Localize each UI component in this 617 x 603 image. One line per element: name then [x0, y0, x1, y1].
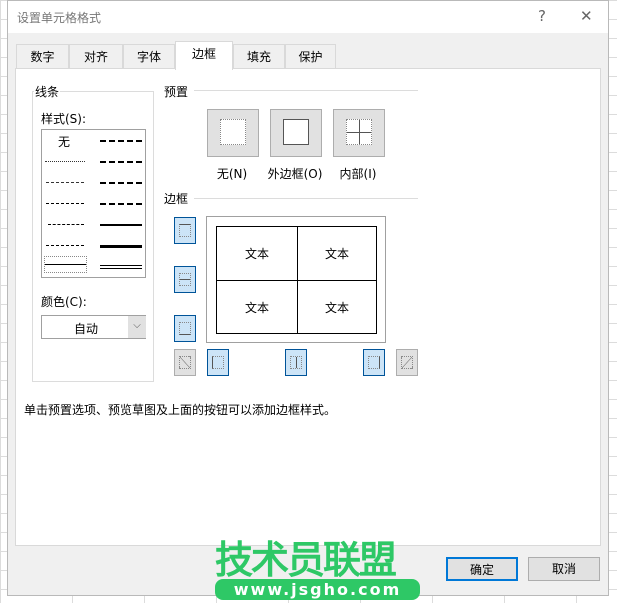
line-style-list[interactable]: 无 — [41, 129, 146, 278]
line-style-dash-dot-dot[interactable] — [46, 203, 84, 204]
close-button[interactable]: ✕ — [580, 7, 593, 25]
border-divider — [194, 198, 418, 199]
line-style-medium-dashed[interactable] — [100, 203, 142, 205]
line-style-none[interactable]: 无 — [58, 135, 71, 149]
color-value: 自动 — [74, 322, 99, 336]
watermark-url: www.jsgho.com — [215, 579, 420, 600]
preset-inside-label: 内部(I) — [339, 167, 377, 181]
presets-divider — [194, 90, 418, 91]
ok-button[interactable]: 确定 — [446, 557, 518, 581]
hint-text: 单击预置选项、预览草图及上面的按钮可以添加边框样式。 — [24, 403, 337, 417]
line-group-label: 线条 — [34, 83, 61, 100]
chevron-down-icon[interactable]: ⌵ — [128, 316, 146, 338]
border-diagonal-up-button[interactable] — [174, 349, 196, 376]
preview-cell-text: 文本 — [324, 247, 349, 261]
border-preview[interactable]: 文本 文本 文本 文本 — [206, 216, 386, 343]
line-style-double[interactable] — [100, 265, 142, 269]
tab-alignment[interactable]: 对齐 — [69, 44, 123, 69]
diagonal-up-icon — [179, 356, 191, 369]
cancel-button[interactable]: 取消 — [528, 557, 600, 581]
preset-none-button[interactable] — [207, 109, 259, 157]
tab-border[interactable]: 边框 — [175, 41, 233, 70]
border-inside-vertical-icon — [290, 356, 302, 369]
preset-outline-label: 外边框(O) — [267, 167, 323, 181]
border-tab-panel: 线条 样式(S): 无 颜色(C): 自动 ⌵ 预置 无(N) 外边框(O) 内… — [15, 68, 601, 546]
watermark-logo: 技术员联盟 www.jsgho.com — [215, 541, 420, 600]
border-inside-horizontal-icon — [179, 273, 191, 286]
color-label: 颜色(C): — [41, 295, 87, 309]
preset-none-label: 无(N) — [216, 167, 248, 181]
border-bottom-icon — [179, 322, 191, 335]
line-style-medium[interactable] — [100, 224, 142, 226]
border-right-button[interactable] — [363, 349, 385, 376]
presets-label: 预置 — [164, 85, 189, 99]
watermark-name: 技术员联盟 — [215, 538, 397, 582]
tab-protection[interactable]: 保护 — [285, 44, 336, 69]
border-bottom-button[interactable] — [174, 315, 196, 342]
preset-inside-button[interactable] — [333, 109, 385, 157]
border-left-icon — [212, 356, 224, 369]
border-right-icon — [368, 356, 380, 369]
border-inside-vertical-button[interactable] — [285, 349, 307, 376]
preset-outline-button[interactable] — [270, 109, 322, 157]
line-style-dashed[interactable] — [46, 245, 84, 246]
dialog-title: 设置单元格格式 — [17, 11, 102, 25]
tab-number[interactable]: 数字 — [16, 44, 69, 69]
tab-fill[interactable]: 填充 — [233, 44, 285, 69]
preview-grid: 文本 文本 文本 文本 — [216, 226, 377, 334]
line-style-medium-dash-dot-dot[interactable] — [100, 140, 142, 142]
diagonal-down-icon — [401, 356, 413, 369]
line-style-medium-dash-dot[interactable] — [100, 182, 142, 184]
tab-font[interactable]: 字体 — [123, 44, 175, 69]
preview-cell-text: 文本 — [244, 301, 269, 315]
preview-cell-text: 文本 — [324, 301, 349, 315]
border-top-button[interactable] — [174, 217, 196, 244]
selected-line-style-thin[interactable] — [44, 256, 87, 273]
border-left-button[interactable] — [207, 349, 229, 376]
title-bar: 设置单元格格式 ? ✕ — [8, 1, 608, 33]
format-cells-dialog: 设置单元格格式 ? ✕ 数字 对齐 字体 边框 填充 保护 线条 样式(S): … — [7, 0, 609, 596]
border-label: 边框 — [164, 192, 189, 206]
border-inside-horizontal-button[interactable] — [174, 266, 196, 293]
preset-inside-icon — [346, 119, 372, 145]
preset-outline-icon — [283, 119, 309, 145]
line-style-hair[interactable] — [45, 161, 85, 162]
preset-none-icon — [220, 119, 246, 145]
border-top-icon — [179, 224, 191, 237]
line-style-dotted[interactable] — [46, 182, 84, 183]
line-style-slanted-dash-dot[interactable] — [100, 161, 142, 163]
help-button[interactable]: ? — [538, 7, 546, 25]
style-label: 样式(S): — [41, 112, 87, 126]
color-dropdown[interactable]: 自动 ⌵ — [41, 315, 146, 339]
line-style-thick[interactable] — [100, 245, 142, 248]
line-style-dash-dot[interactable] — [48, 224, 84, 225]
line-group — [32, 91, 154, 382]
border-diagonal-down-button[interactable] — [396, 349, 418, 376]
preview-cell-text: 文本 — [244, 247, 269, 261]
